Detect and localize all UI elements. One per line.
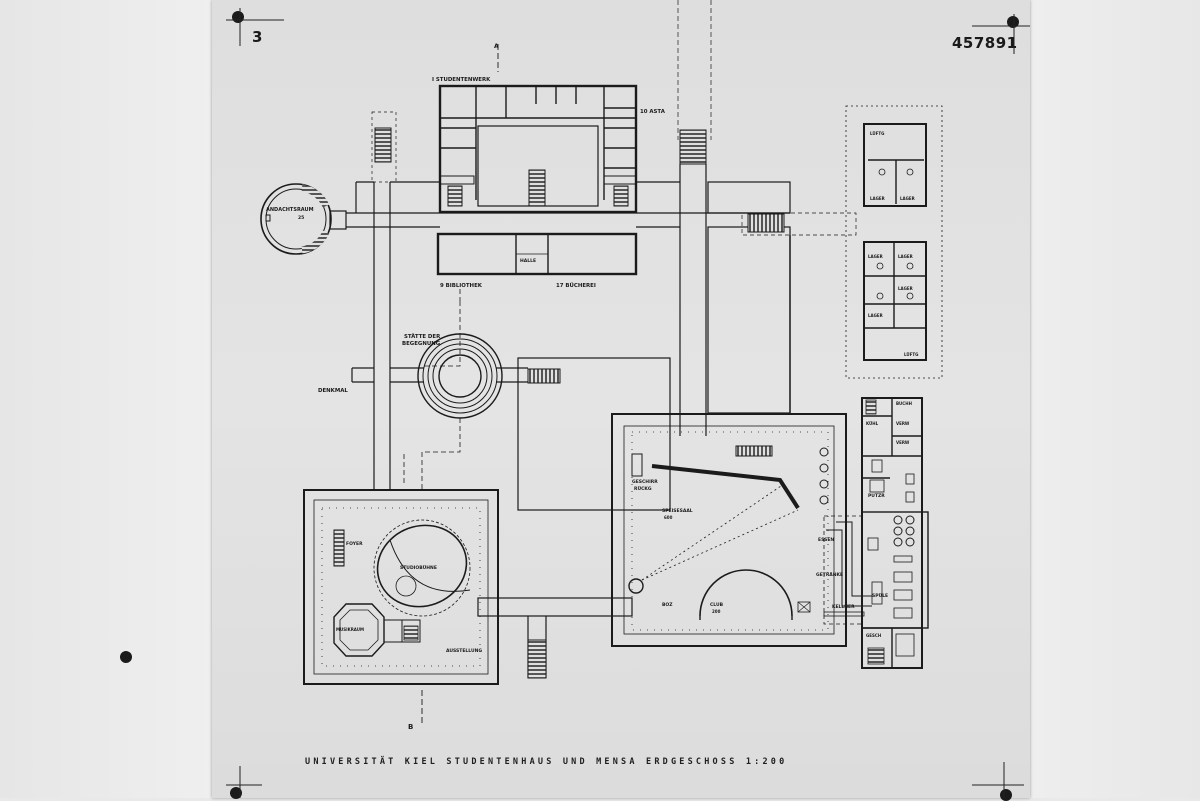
mensa-block — [611, 413, 847, 647]
label-speisesaal: SPEISESAAL — [662, 508, 693, 514]
room-labels: A B I STUDENTENWERK 10 ASTA ANDACHTSRAUM… — [266, 43, 918, 731]
wall-right — [1028, 0, 1200, 798]
label-ausstellung: AUSSTELLUNG — [446, 648, 482, 654]
lager-annex — [845, 105, 943, 379]
label-boz: BOZ — [662, 602, 673, 608]
pin — [120, 651, 132, 663]
label-halle: HALLE — [520, 258, 536, 264]
label-kellner: KELLNER — [832, 604, 855, 610]
label-andachtsraum-no: 25 — [298, 215, 304, 221]
label-lufte-bottom: LÜFTG — [904, 352, 918, 357]
label-geschirr: GESCHIRR — [632, 479, 658, 485]
andachtsraum-rotunda — [260, 183, 332, 255]
wall-left — [0, 0, 214, 798]
label-begegnung: BEGEGNUNG — [402, 341, 441, 347]
studentenwerk-wing — [438, 84, 638, 214]
library-wing — [436, 232, 638, 276]
studiobuehne-block — [303, 489, 499, 685]
label-bibliothek: 9 BIBLIOTHEK — [440, 283, 483, 289]
label-club: CLUB — [710, 602, 724, 608]
label-andachtsraum: ANDACHTSRAUM — [266, 207, 314, 213]
label-spuele: SPÜLE — [872, 592, 888, 599]
section-mark-a: A — [494, 43, 499, 50]
label-lager-2: LAGER — [900, 196, 915, 201]
pin — [230, 787, 242, 799]
label-lager-4: LAGER — [898, 254, 913, 259]
negative-number: 457891 — [952, 34, 1018, 52]
label-verw: VERW — [896, 421, 910, 426]
pin — [1007, 16, 1019, 28]
label-verw-2: VERW — [896, 440, 910, 445]
label-lager-3: LAGER — [868, 254, 883, 259]
label-asta: 10 ASTA — [640, 109, 666, 115]
label-club-no: 200 — [712, 609, 721, 614]
sheet-number: 3 — [252, 28, 263, 46]
label-buchh: BUCHH — [896, 401, 912, 406]
label-kuehl: KÜHL — [866, 421, 879, 426]
label-buecherei: 17 BÜCHEREI — [556, 282, 596, 289]
label-staette: STÄTTE DER — [404, 333, 441, 340]
section-mark-b: B — [408, 723, 413, 731]
label-lufte-top: LÜFTG — [870, 131, 884, 136]
label-getraenke: GETRÄNKE — [816, 571, 843, 578]
kitchen-wing — [823, 397, 929, 669]
label-lager-5: LAGER — [898, 286, 913, 291]
title-block: UNIVERSITÄT KIEL STUDENTENHAUS UND MENSA… — [305, 757, 788, 767]
label-putzr: PUTZR — [868, 493, 885, 499]
label-studentenwerk: I STUDENTENWERK — [432, 77, 491, 83]
label-essen: ESSEN — [818, 537, 834, 543]
label-denkmal: DENKMAL — [318, 388, 348, 394]
label-speisesaal-no: 600 — [664, 515, 673, 520]
label-rueckg: RÜCKG — [634, 485, 652, 492]
corridor-system — [329, 164, 857, 678]
label-gesch: GESCH — [866, 633, 881, 638]
label-foyer: FOYER — [346, 541, 363, 547]
registration-marks — [226, 8, 1030, 798]
label-musikraum: MUSIKRAUM — [336, 627, 364, 632]
label-lager-1: LAGER — [870, 196, 885, 201]
label-studiobuehne: STUDIOBÜHNE — [400, 564, 437, 571]
staette-der-begegnung — [403, 302, 503, 490]
label-lager-6: LAGER — [868, 313, 883, 318]
